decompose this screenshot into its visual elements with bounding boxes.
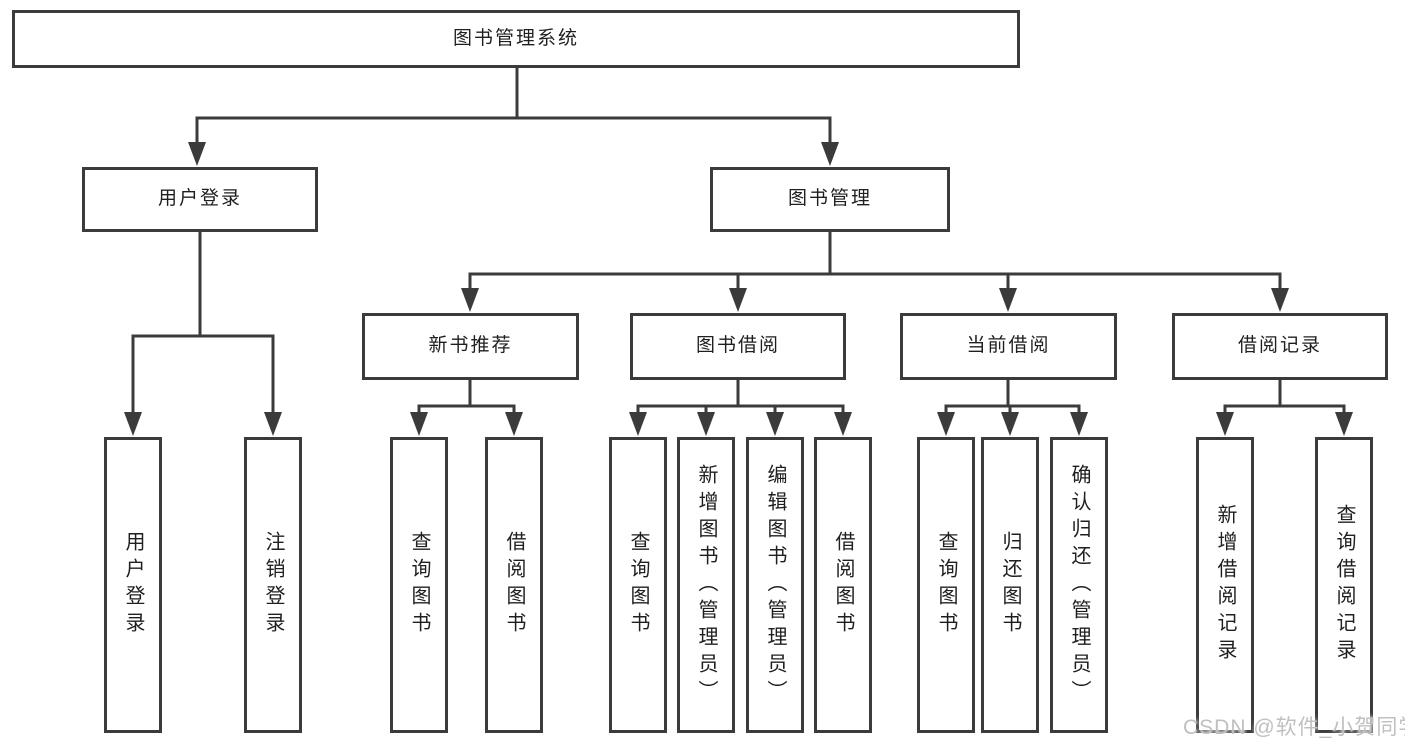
node-query-borrow-record: 查询借阅记录 [1315, 437, 1373, 733]
node-query-books-current: 查询图书 [917, 437, 975, 733]
node-borrow-books: 借阅图书 [814, 437, 872, 733]
node-add-book-admin: 新增图书（管理员） [677, 437, 735, 733]
node-borrow-books-recommend: 借阅图书 [485, 437, 543, 733]
connector-arrowheads [124, 142, 1353, 436]
node-query-books-recommend: 查询图书 [390, 437, 448, 733]
node-edit-book-admin: 编辑图书（管理员） [746, 437, 804, 733]
node-new-book-recommend: 新书推荐 [362, 313, 579, 380]
node-login: 用户登录 [104, 437, 162, 733]
node-current-borrowing: 当前借阅 [900, 313, 1117, 380]
node-user-login: 用户登录 [82, 167, 318, 232]
node-return-book: 归还图书 [981, 437, 1039, 733]
node-add-borrow-record: 新增借阅记录 [1196, 437, 1254, 733]
node-book-borrowing: 图书借阅 [630, 313, 846, 380]
node-query-books-borrow: 查询图书 [609, 437, 667, 733]
node-confirm-return-admin: 确认归还（管理员） [1050, 437, 1108, 733]
node-library-management-system: 图书管理系统 [12, 10, 1020, 68]
node-book-management: 图书管理 [710, 167, 950, 232]
node-borrowing-records: 借阅记录 [1172, 313, 1388, 380]
node-logout: 注销登录 [244, 437, 302, 733]
csdn-watermark: CSDN @软件_小贺同学 [1183, 716, 1405, 739]
